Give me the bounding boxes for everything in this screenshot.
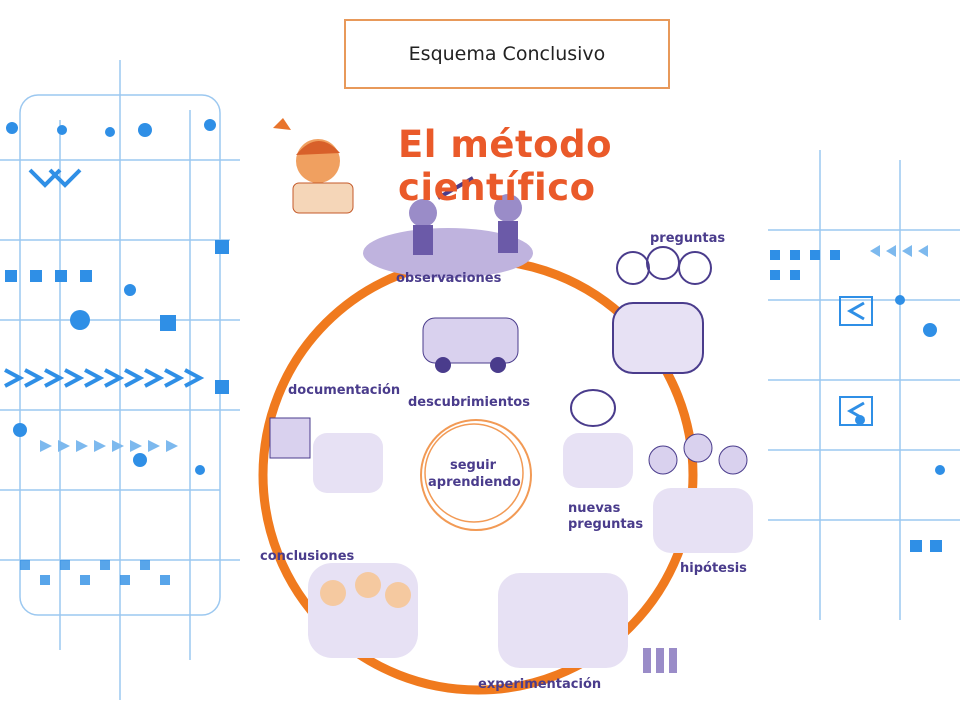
right-circuit-decoration xyxy=(760,150,960,620)
questions-illustration xyxy=(612,246,712,374)
observation-illustration xyxy=(363,176,533,278)
left-circuit-decoration xyxy=(0,60,240,700)
label-observaciones: observaciones xyxy=(396,271,502,286)
label-experimentacion: experimentación xyxy=(478,677,602,692)
documentation-illustration xyxy=(269,417,383,493)
scientific-method-poster: El método científico observaciones pregu… xyxy=(258,103,768,711)
label-hipotesis: hipótesis xyxy=(680,561,747,576)
label-conclusiones: conclusiones xyxy=(260,549,355,564)
bus-illustration xyxy=(422,317,519,373)
label-preguntas: preguntas xyxy=(650,231,726,246)
center-label: seguir aprendiendo xyxy=(428,458,521,490)
experiment-illustration xyxy=(498,573,677,673)
center-swirl xyxy=(420,419,532,531)
slide-title: Esquema Conclusivo xyxy=(344,19,670,89)
cycle-diagram xyxy=(258,118,753,695)
hypothesis-illustration xyxy=(648,433,753,553)
label-nuevas-preguntas: nuevas preguntas xyxy=(568,501,644,532)
new-questions-illustration xyxy=(563,389,633,488)
label-descubrimientos: descubrimientos xyxy=(408,395,530,410)
conclusions-illustration xyxy=(308,563,418,658)
label-documentacion: documentación xyxy=(288,383,401,398)
poster-title: El método científico xyxy=(398,123,612,209)
boy-reading-illustration xyxy=(273,118,354,214)
